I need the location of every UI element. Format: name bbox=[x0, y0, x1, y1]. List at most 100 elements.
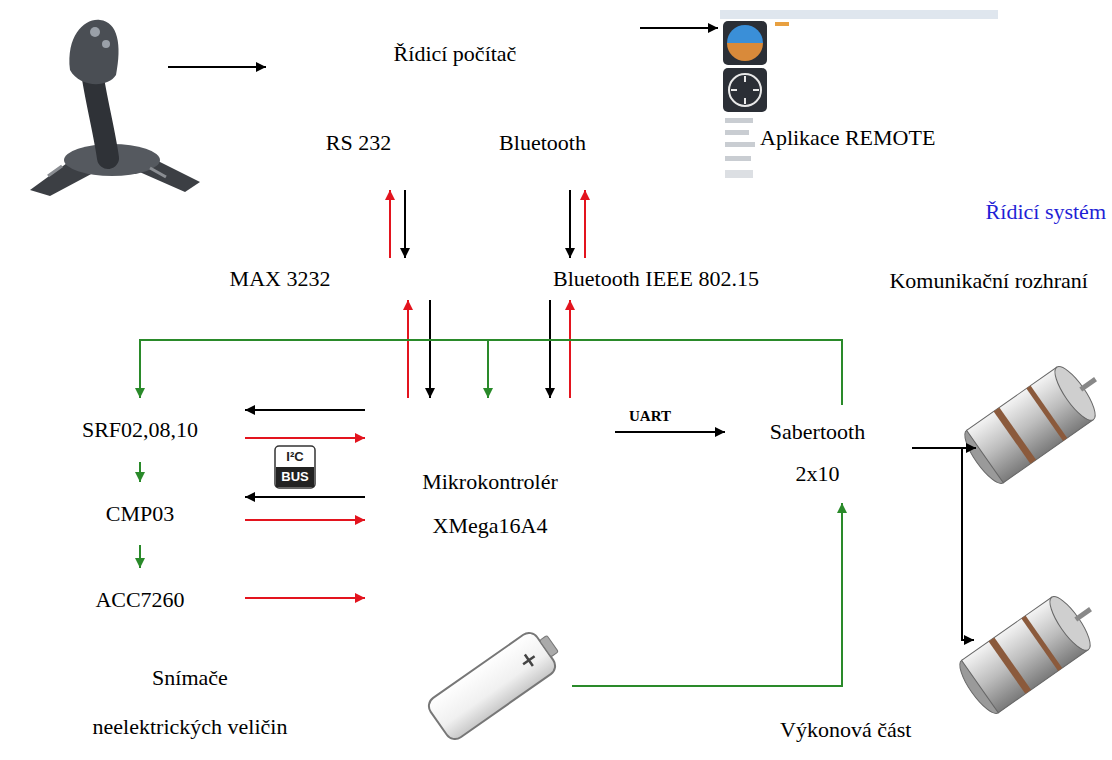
motor bbox=[989, 637, 1031, 693]
connector bbox=[139, 462, 141, 482]
battery bbox=[425, 624, 566, 743]
connector bbox=[404, 190, 406, 258]
node-text: SRF02,08,10 bbox=[82, 416, 198, 444]
node-text: Snímače neelektrických veličin bbox=[92, 654, 288, 751]
node-text: Komunikační rozhraní bbox=[889, 267, 1088, 295]
app-screenshot bbox=[727, 25, 763, 43]
motor bbox=[1049, 362, 1102, 426]
node-outline bbox=[630, 370, 1105, 755]
app-screenshot bbox=[723, 21, 767, 65]
connector bbox=[569, 300, 571, 398]
connector bbox=[640, 27, 718, 29]
i2c-bus-logo bbox=[275, 446, 315, 488]
connector bbox=[245, 597, 365, 599]
connector bbox=[140, 340, 842, 405]
node-text: Aplikace REMOTE bbox=[760, 124, 935, 152]
motor bbox=[958, 353, 1112, 489]
node-text: Řídicí systém bbox=[986, 198, 1106, 226]
node-text: Výkonová část bbox=[780, 716, 911, 744]
driver-box: Sabertooth 2x10 bbox=[725, 405, 910, 500]
battery bbox=[540, 635, 559, 657]
motor bbox=[1076, 609, 1091, 619]
node-text: Řídicí počítač bbox=[394, 40, 517, 68]
app-screenshot bbox=[729, 74, 761, 106]
text-holder: Sabertooth 2x10 bbox=[725, 405, 910, 500]
port-box: Bluetooth bbox=[445, 96, 640, 190]
connector bbox=[615, 431, 725, 433]
motor bbox=[994, 407, 1036, 463]
app-screenshot bbox=[727, 43, 763, 61]
i2c-bus-logo bbox=[276, 467, 314, 487]
motor bbox=[1081, 379, 1096, 389]
motor bbox=[1021, 616, 1062, 671]
joystick bbox=[30, 20, 200, 196]
sensor-box: CMP03 bbox=[35, 482, 245, 545]
text-holder: Řídicí počítač bbox=[270, 12, 640, 96]
connector bbox=[245, 496, 365, 498]
app-screenshot bbox=[723, 68, 767, 112]
power-wire bbox=[572, 503, 842, 686]
app-window: Aplikace REMOTE bbox=[718, 8, 1000, 190]
app-screenshot bbox=[725, 170, 753, 178]
text-holder: ACC7260 bbox=[35, 568, 245, 632]
motor bbox=[1044, 592, 1097, 656]
sensor-box: ACC7260 bbox=[35, 568, 245, 632]
motor-wire bbox=[912, 447, 976, 449]
connector bbox=[584, 190, 586, 258]
joystick bbox=[90, 27, 100, 37]
input-arrow bbox=[168, 66, 266, 68]
node-text: Mikrokontrolér XMega16A4 bbox=[410, 460, 570, 548]
app-screenshot bbox=[725, 130, 749, 135]
bus-logo-text: I²C bbox=[275, 448, 315, 466]
battery bbox=[519, 650, 538, 669]
group-box: Snímače neelektrických veličin SRF02,08,1… bbox=[25, 370, 355, 755]
app-screenshot bbox=[720, 10, 998, 19]
node-text: MAX 3232 bbox=[230, 265, 331, 293]
i2c-bus-logo bbox=[275, 446, 315, 488]
connector bbox=[488, 340, 842, 405]
app-screenshot bbox=[725, 118, 753, 123]
motor bbox=[1026, 386, 1067, 441]
connector bbox=[407, 300, 409, 398]
connector bbox=[429, 300, 431, 398]
motor bbox=[953, 583, 1108, 719]
group-box: Komunikační rozhraní MAX 3232 Bluetooth IE… bbox=[25, 240, 1100, 322]
app-screenshot bbox=[725, 156, 751, 161]
mcu-box: Mikrokontrolér XMega16A4 bbox=[365, 398, 615, 610]
label-holder: I²C bbox=[275, 448, 315, 466]
text-holder: Snímače neelektrických veličin bbox=[25, 654, 355, 751]
connector bbox=[139, 545, 141, 568]
battery bbox=[425, 629, 559, 743]
text-holder: Bluetooth bbox=[445, 96, 640, 190]
app-screenshot bbox=[720, 10, 998, 178]
label-holder: BUS bbox=[275, 468, 315, 486]
connector bbox=[389, 190, 391, 258]
interface-box: MAX 3232 bbox=[120, 258, 440, 300]
text-holder: Aplikace REMOTE bbox=[760, 124, 935, 152]
joystick bbox=[102, 40, 110, 48]
node-text: ACC7260 bbox=[95, 586, 184, 614]
computer-box: Řídicí počítač RS 232 Bluetooth bbox=[270, 12, 640, 190]
node-text: Bluetooth bbox=[499, 129, 586, 157]
text-holder: MAX 3232 bbox=[120, 258, 440, 300]
app-screenshot bbox=[775, 22, 789, 26]
app-screenshot bbox=[731, 76, 759, 104]
node-text: Bluetooth IEEE 802.15 bbox=[553, 265, 759, 293]
text-holder: CMP03 bbox=[35, 482, 245, 545]
sensor-box: SRF02,08,10 bbox=[35, 398, 245, 462]
port-box: RS 232 bbox=[270, 96, 447, 190]
edge-label: UART bbox=[629, 407, 671, 426]
label-holder: UART bbox=[629, 407, 671, 426]
app-screenshot bbox=[725, 142, 755, 147]
connector bbox=[245, 437, 365, 439]
text-holder: RS 232 bbox=[270, 96, 447, 190]
interface-box: Bluetooth IEEE 802.15 bbox=[490, 258, 822, 300]
node-outline bbox=[718, 8, 1000, 190]
text-holder: Mikrokontrolér XMega16A4 bbox=[365, 398, 615, 610]
joystick bbox=[69, 20, 118, 84]
joystick bbox=[48, 166, 166, 177]
group-box: Výkonová část Sabertooth 2x10 bbox=[630, 370, 1105, 755]
text-holder: Bluetooth IEEE 802.15 bbox=[490, 258, 822, 300]
